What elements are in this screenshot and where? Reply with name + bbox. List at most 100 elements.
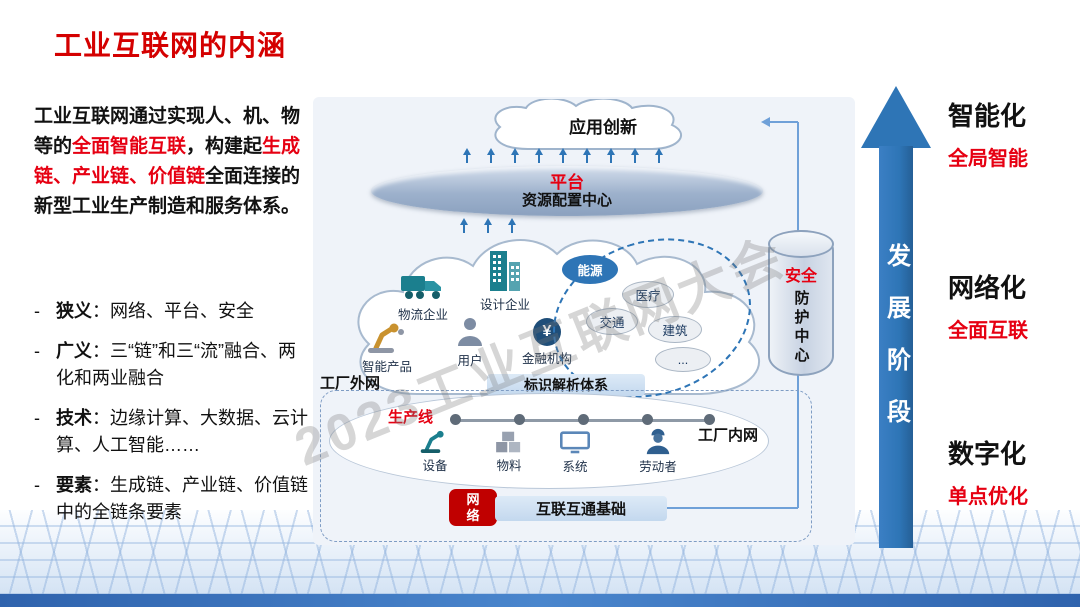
stage-name: 智能化: [948, 101, 1027, 131]
industry-pill-more: ...: [655, 347, 711, 372]
line-dot: [642, 414, 653, 425]
application-innovation-label: 应用创新: [569, 118, 637, 137]
stage-name: 数字化: [948, 439, 1027, 469]
development-stage-label: 发展阶段: [882, 243, 910, 451]
up-arrow-icon: [558, 148, 568, 164]
stage-intelligent: 智能化 全局智能: [948, 96, 1028, 171]
up-arrow-icon: [534, 148, 544, 164]
robot-arm-icon: [368, 323, 404, 353]
line-dot: [514, 414, 525, 425]
security-label: 安全: [784, 268, 817, 285]
building-icon: [490, 251, 520, 291]
intro-paragraph: 工业互联网通过实现人、机、物等的全面智能互联，构建起生成链、产业链、价值链全面连…: [34, 102, 308, 222]
up-arrows-row-middle: [452, 218, 524, 234]
resource-center-label: 资源配置中心: [521, 192, 612, 210]
enterprise-label: 金融机构: [521, 352, 572, 366]
development-arrow-shaft: 发展阶段: [879, 146, 913, 548]
enterprise-design: 设计企业: [470, 250, 540, 313]
platform-disk: 平台 资源配置中心: [371, 166, 763, 216]
enterprise-logistics: 物流企业: [390, 272, 456, 323]
bullet-label: 狭义: [56, 301, 92, 321]
line-dot: [578, 414, 589, 425]
line-item-system: 系统: [548, 431, 602, 475]
up-arrows-row-top: [455, 148, 671, 164]
intro-highlight: 生成链、产业链、价值链: [34, 136, 301, 188]
line-item-material: 物料: [482, 430, 536, 474]
up-arrow-icon: [483, 218, 493, 234]
bullet-label: 要素: [56, 475, 92, 495]
line-item-label: 物料: [496, 459, 522, 473]
security-cylinder: 安全 防护中心: [768, 230, 834, 376]
up-arrow-icon: [510, 148, 520, 164]
material-icon: [496, 431, 521, 453]
bullet-label: 技术: [56, 408, 92, 428]
up-arrow-icon: [462, 148, 472, 164]
bullet-dash: -: [34, 408, 40, 428]
line-item-label: 劳动者: [639, 460, 677, 474]
industry-pill-construction: 建筑: [648, 316, 702, 343]
up-arrow-icon: [507, 218, 517, 234]
factory-outer-network-label: 工厂外网: [320, 375, 381, 392]
machine-icon: [420, 430, 444, 453]
interconnection-foundation-bar: 互联互通基础: [495, 496, 667, 521]
industry-pill-energy: 能源: [562, 255, 618, 284]
industry-pill-medical: 医疗: [622, 281, 674, 308]
bullet-dash: -: [34, 341, 40, 361]
finance-icon: ¥: [533, 318, 561, 346]
bottom-blue-bar: [0, 594, 1080, 607]
stage-networked: 网络化 全面互联: [948, 268, 1028, 343]
bullet-item: - 狭义：网络、平台、安全: [34, 298, 310, 325]
network-badge: 网络: [449, 489, 497, 526]
factory-dashed-border: [320, 390, 812, 542]
top-connector-line: [770, 121, 798, 123]
line-item-worker: 劳动者: [630, 427, 686, 475]
intro-text: 工业互联网通过实现人、机、物等的: [34, 106, 301, 158]
stage-name: 网络化: [948, 273, 1027, 303]
intro-text: 全面连接的新型工业生产制造和服务体系。: [34, 166, 301, 218]
platform-label: 平台: [550, 172, 584, 192]
bullet-text: ：生成链、产业链、价值链中的全链条要素: [56, 475, 308, 522]
bullet-text: ：三“链”和三“流”融合、两化和两业融合: [56, 341, 296, 388]
stage-sub: 全局智能: [948, 148, 1028, 170]
line-item-equipment: 设备: [408, 428, 462, 474]
bullet-item: - 要素：生成链、产业链、价值链中的全链条要素: [34, 472, 310, 526]
line-item-label: 设备: [422, 459, 448, 473]
enterprise-label: 智能产品: [361, 360, 412, 374]
bullet-text: ：网络、平台、安全: [92, 301, 254, 321]
stage-digital: 数字化 单点优化: [948, 434, 1028, 509]
stage-sub: 全面互联: [948, 320, 1028, 342]
enterprise-finance: ¥ 金融机构: [514, 318, 580, 367]
up-arrow-icon: [606, 148, 616, 164]
bullet-text: ：边缘计算、大数据、云计算、人工智能……: [56, 408, 308, 455]
enterprise-user: 用户: [444, 316, 496, 369]
enterprise-label: 物流企业: [397, 308, 448, 322]
line-item-label: 系统: [562, 460, 588, 474]
line-dot: [704, 414, 715, 425]
factory-inner-network-label: 工厂内网: [698, 427, 759, 444]
line-dot: [450, 414, 461, 425]
bullet-item: - 技术：边缘计算、大数据、云计算、人工智能……: [34, 405, 310, 459]
production-line-label: 生产线: [388, 409, 434, 426]
up-arrow-icon: [654, 148, 664, 164]
up-arrow-icon: [630, 148, 640, 164]
bullet-label: 广义: [56, 341, 92, 361]
enterprise-label: 用户: [457, 354, 483, 368]
bullet-dash: -: [34, 301, 40, 321]
truck-icon: [401, 276, 441, 299]
intro-highlight: 全面智能互联: [72, 136, 187, 158]
enterprise-smart-product: 智能产品: [348, 320, 426, 375]
cloud-icon: [494, 99, 683, 150]
page-title: 工业互联网的内涵: [54, 30, 287, 61]
bullet-item: - 广义：三“链”和三“流”融合、两化和两业融合: [34, 338, 310, 392]
factory-ellipse: [329, 393, 769, 489]
development-arrow-head-icon: [861, 86, 931, 148]
application-innovation-cloud: 应用创新: [472, 99, 734, 153]
stage-sub: 单点优化: [948, 486, 1028, 508]
protection-center-label: 防护中心: [792, 290, 810, 366]
bullet-dash: -: [34, 475, 40, 495]
industry-pill-transport: 交通: [586, 308, 638, 335]
up-arrow-icon: [486, 148, 496, 164]
system-icon: [560, 431, 590, 454]
connector-arrowhead-icon: [761, 117, 770, 127]
